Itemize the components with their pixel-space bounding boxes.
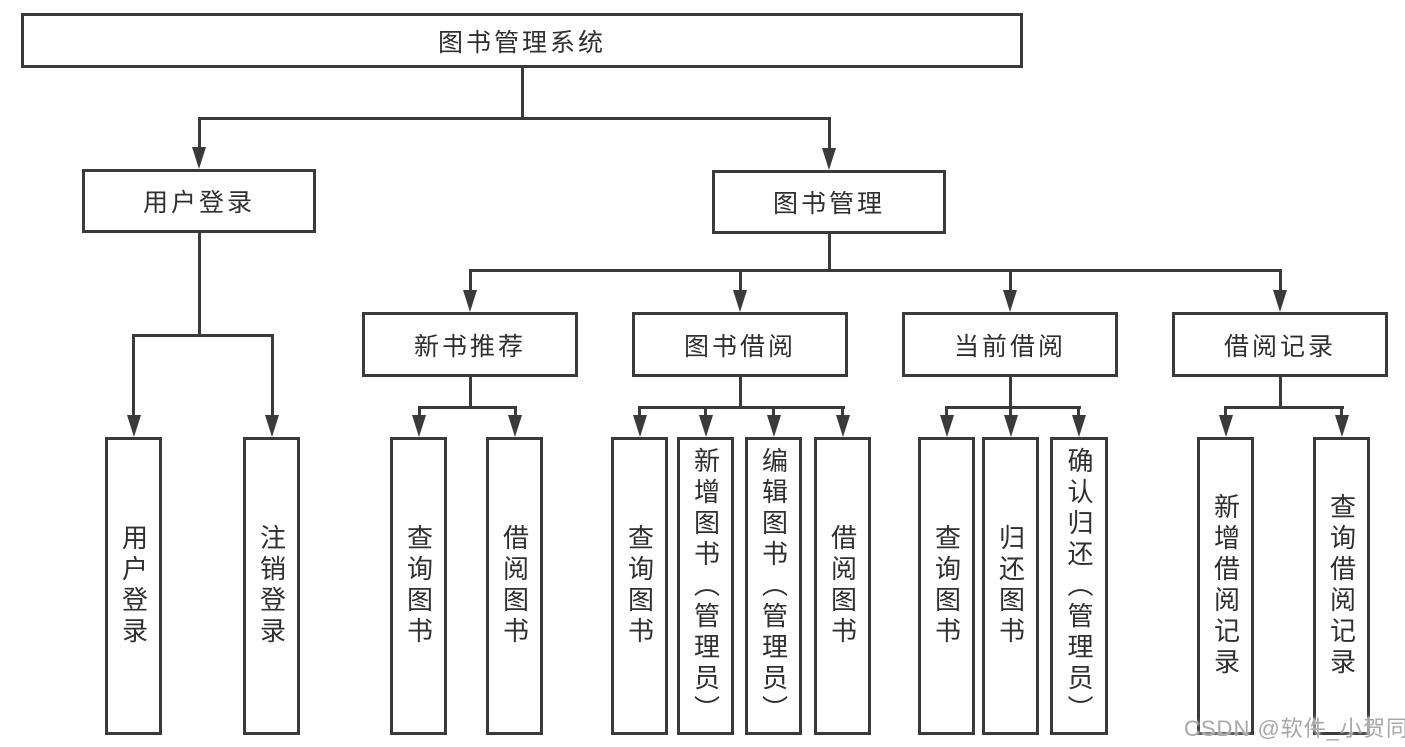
connector-line (513, 405, 517, 417)
node-library-management-system-label: 图书管理系统 (437, 28, 606, 57)
node-query-books-recommend-label: 查询图书 (403, 524, 434, 648)
connector-line (704, 405, 707, 417)
node-logout: 注销登录 (243, 437, 300, 735)
node-user-login-label: 用户登录 (118, 524, 149, 648)
arrow-down-icon (507, 415, 522, 437)
arrow-down-icon (733, 290, 747, 312)
arrow-down-icon (192, 147, 206, 169)
connector-line (468, 377, 472, 408)
node-book-management: 图书管理 (712, 170, 946, 234)
connector-line (1278, 377, 1282, 408)
connector-line (1223, 405, 1344, 409)
arrow-down-icon (1218, 415, 1233, 437)
node-user-login-module: 用户登录 (82, 169, 316, 233)
connector-line (1009, 405, 1012, 417)
node-new-book-recommend: 新书推荐 (362, 312, 578, 377)
arrow-down-icon (1003, 415, 1018, 437)
node-library-management-system: 图书管理系统 (21, 13, 1023, 68)
node-user-login-module-label: 用户登录 (142, 189, 255, 217)
connector-line (270, 334, 274, 417)
node-borrow-records-label: 借阅记录 (1223, 332, 1336, 361)
node-user-login: 用户登录 (105, 437, 162, 735)
connector-line (638, 405, 641, 417)
connector-line (197, 233, 201, 337)
connector-line (841, 405, 844, 417)
node-current-borrowing: 当前借阅 (902, 312, 1118, 377)
arrow-down-icon (698, 415, 713, 437)
node-new-book-recommend-label: 新书推荐 (413, 332, 526, 361)
node-add-borrow-record-label: 新增借阅记录 (1210, 493, 1241, 679)
node-borrow-books-borrowing-label: 借阅图书 (827, 524, 858, 648)
arrow-down-icon (1334, 415, 1349, 437)
node-add-books-admin-label: 新增图书（管理员） (690, 446, 721, 726)
node-logout-label: 注销登录 (256, 524, 287, 648)
connector-line (1278, 269, 1282, 292)
node-borrow-books-borrowing: 借阅图书 (814, 437, 871, 735)
connector-line (1008, 377, 1012, 408)
node-book-management-label: 图书管理 (772, 190, 885, 218)
connector-line (1008, 269, 1012, 292)
connector-line (944, 405, 1081, 409)
connector-line (738, 269, 742, 292)
node-borrow-books-recommend: 借阅图书 (486, 437, 543, 735)
connector-line (131, 334, 274, 337)
node-current-borrowing-label: 当前借阅 (953, 332, 1066, 361)
connector-line (197, 116, 831, 120)
node-query-books-borrowing: 查询图书 (611, 437, 668, 735)
arrow-down-icon (463, 290, 477, 312)
arrow-down-icon (939, 415, 954, 437)
arrow-down-icon (264, 415, 279, 437)
node-query-books-current: 查询图书 (918, 437, 975, 735)
node-query-borrow-record: 查询借阅记录 (1313, 437, 1370, 735)
arrow-down-icon (632, 415, 647, 437)
arrow-down-icon (766, 415, 781, 437)
connector-line (520, 68, 524, 118)
connector-line (827, 234, 831, 272)
node-edit-books-admin-label: 编辑图书（管理员） (758, 446, 789, 726)
node-add-books-admin: 新增图书（管理员） (677, 437, 734, 735)
arrow-down-icon (1273, 290, 1287, 312)
connector-line (417, 405, 517, 409)
connector-line (131, 334, 135, 417)
node-confirm-return-admin: 确认归还（管理员） (1050, 437, 1108, 735)
arrow-down-icon (822, 148, 836, 170)
connector-line (1340, 405, 1343, 417)
arrow-down-icon (1003, 290, 1017, 312)
arrow-down-icon (411, 415, 426, 437)
connector-line (738, 377, 742, 408)
watermark: CSDN @软件_小贺同学 (1184, 716, 1405, 741)
node-return-books-label: 归还图书 (995, 524, 1026, 648)
node-borrow-records: 借阅记录 (1172, 312, 1388, 377)
connector-line (197, 116, 201, 149)
node-add-borrow-record: 新增借阅记录 (1197, 437, 1254, 735)
connector-line (1077, 405, 1080, 417)
connector-line (772, 405, 775, 417)
connector-line (468, 269, 1282, 272)
connector-line (1224, 405, 1227, 417)
node-query-books-current-label: 查询图书 (931, 524, 962, 648)
node-query-books-recommend: 查询图书 (390, 437, 447, 735)
node-query-books-borrowing-label: 查询图书 (624, 524, 655, 648)
node-book-borrowing-label: 图书借阅 (683, 332, 796, 361)
node-book-borrowing: 图书借阅 (632, 312, 848, 377)
connector-line (827, 116, 831, 150)
node-return-books: 归还图书 (982, 437, 1039, 735)
node-query-borrow-record-label: 查询借阅记录 (1326, 493, 1357, 679)
node-borrow-books-recommend-label: 借阅图书 (499, 524, 530, 648)
connector-line (637, 405, 845, 409)
node-edit-books-admin: 编辑图书（管理员） (745, 437, 802, 735)
arrow-down-icon (126, 415, 141, 437)
node-confirm-return-admin-label: 确认归还（管理员） (1064, 446, 1094, 726)
connector-line (468, 269, 472, 292)
connector-line (417, 405, 421, 417)
connector-line (945, 405, 948, 417)
arrow-down-icon (1071, 415, 1086, 437)
arrow-down-icon (835, 415, 850, 437)
